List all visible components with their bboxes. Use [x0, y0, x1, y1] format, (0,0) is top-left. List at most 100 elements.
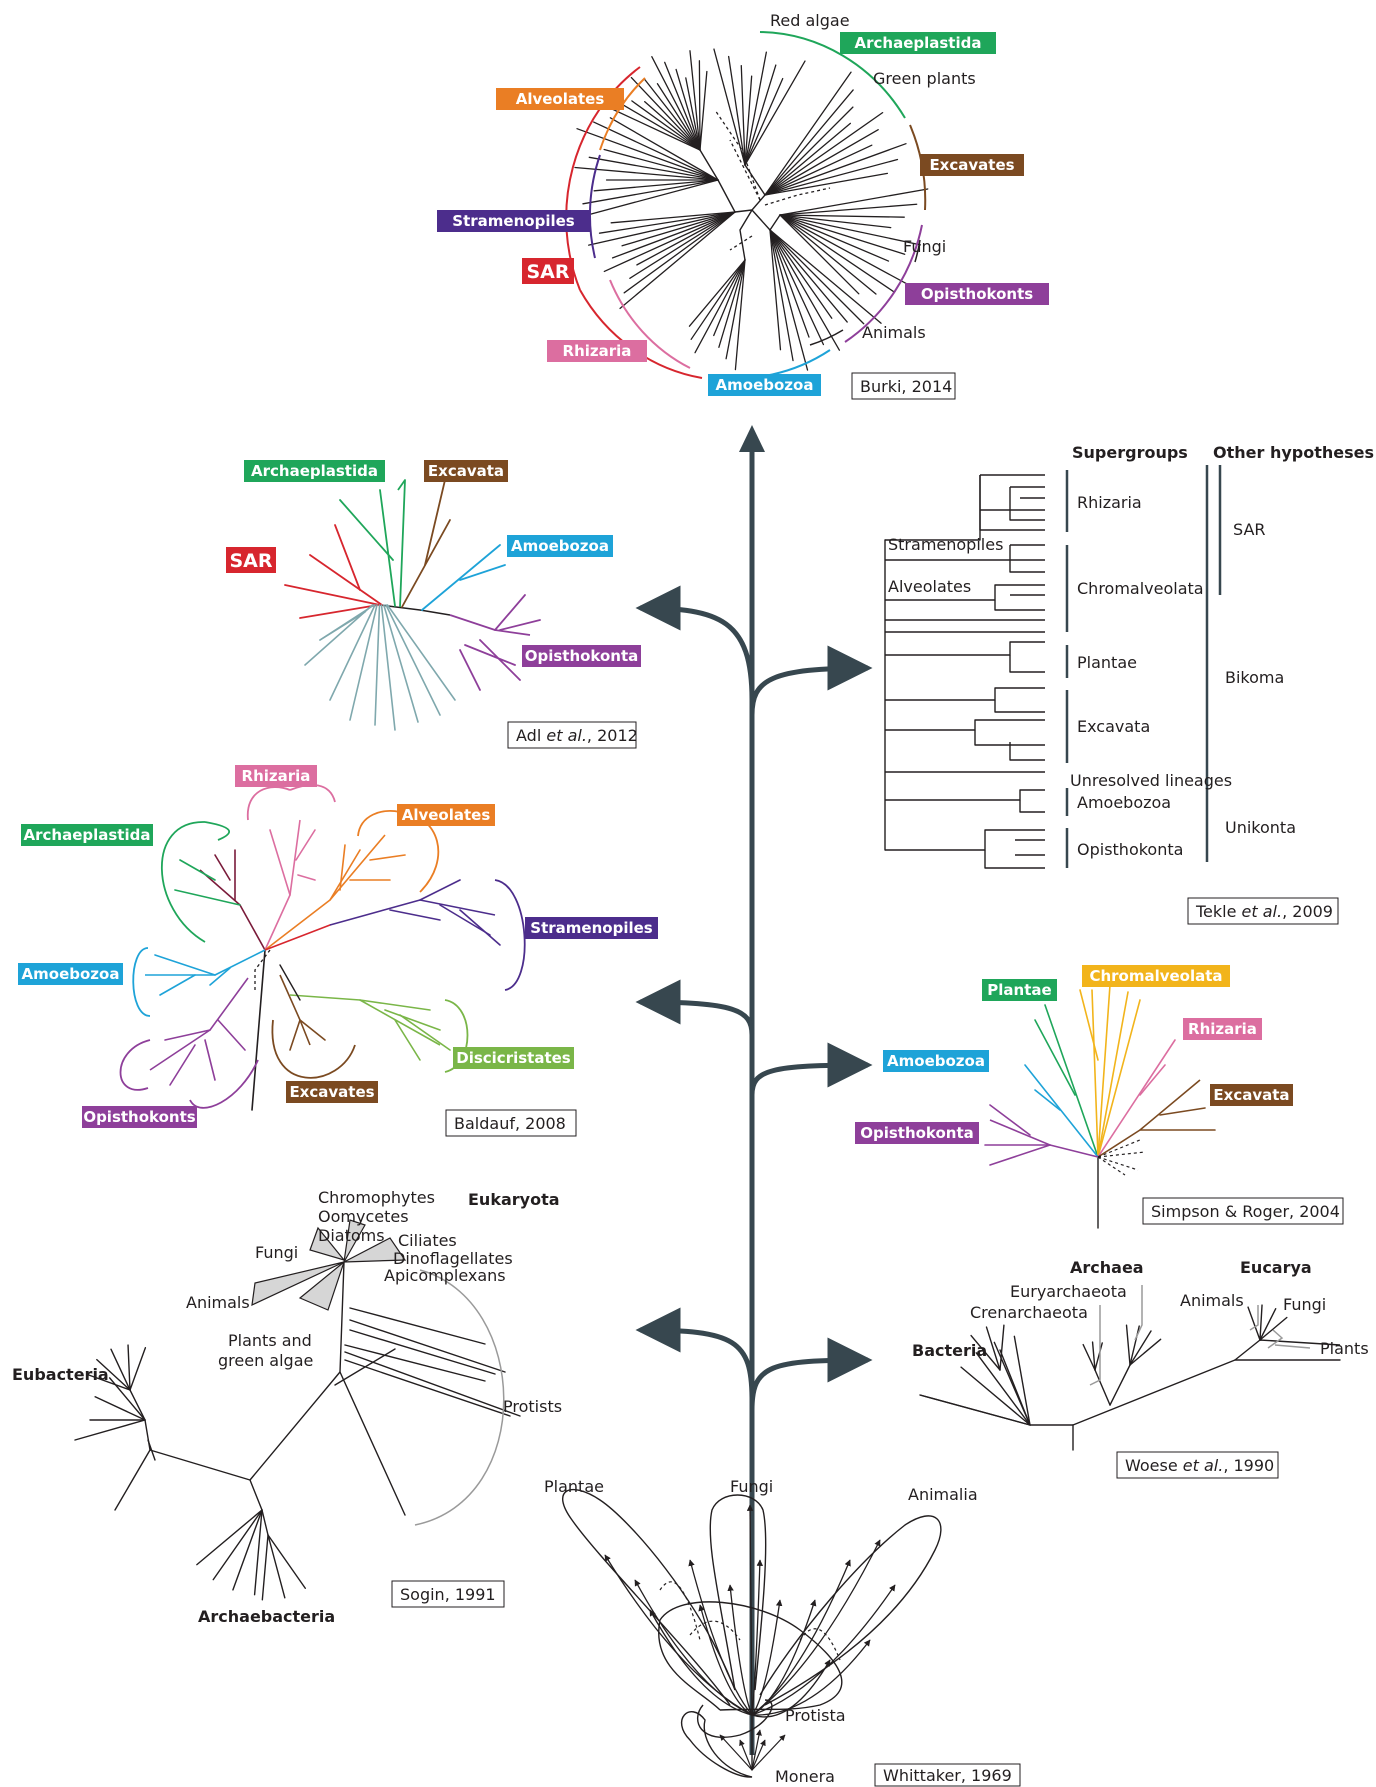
svg-text:Opisthokonta: Opisthokonta [860, 1124, 974, 1142]
header-other-hypotheses: Other hypotheses [1213, 443, 1374, 462]
svg-text:Whittaker, 1969: Whittaker, 1969 [883, 1766, 1012, 1785]
svg-text:Amoebozoa: Amoebozoa [887, 1052, 985, 1070]
simpson-2004-tree: Simpson & Roger, 2004 [984, 984, 1344, 1229]
svg-text:Archaeplastida: Archaeplastida [251, 462, 378, 480]
tag-adl-tags-archaeplastida: Archaeplastida [244, 460, 385, 482]
svg-text:Plantae: Plantae [987, 981, 1051, 999]
svg-text:Opisthokonta: Opisthokonta [525, 647, 639, 665]
svg-text:Fungi: Fungi [255, 1243, 298, 1262]
svg-text:Diatoms: Diatoms [318, 1226, 385, 1245]
tag-simpson-tags-amoebozoa: Amoebozoa [883, 1050, 989, 1072]
tag-burki-tags-amoebozoa: Amoebozoa [708, 374, 821, 396]
svg-text:Tekle et al., 2009: Tekle et al., 2009 [1195, 902, 1333, 921]
baldauf-2008-tree: Baldauf, 2008 [119, 784, 577, 1137]
sogin-tree-branches [74, 1261, 521, 1601]
svg-text:SAR: SAR [526, 261, 569, 283]
svg-text:Opisthokonts: Opisthokonts [83, 1108, 195, 1126]
tag-baldauf-tags-excavates: Excavates [286, 1081, 378, 1103]
svg-text:Eucarya: Eucarya [1240, 1258, 1312, 1277]
svg-text:Dinoflagellates: Dinoflagellates [393, 1249, 513, 1268]
whittaker-labels: Plantae Fungi Animalia Protista Monera [544, 1477, 978, 1786]
svg-text:Adl et al., 2012: Adl et al., 2012 [516, 726, 638, 745]
svg-text:Protista: Protista [785, 1706, 846, 1725]
svg-text:Archaeplastida: Archaeplastida [855, 34, 982, 52]
baldauf-citation-box: Baldauf, 2008 [445, 1109, 577, 1137]
svg-text:Animals: Animals [186, 1293, 250, 1312]
group-chromalveolata: Chromalveolata [1077, 579, 1204, 598]
svg-text:green algae: green algae [218, 1351, 313, 1370]
svg-text:Fungi: Fungi [1283, 1295, 1326, 1314]
svg-text:Excavates: Excavates [289, 1083, 374, 1101]
label-red-algae: Red algae [770, 11, 850, 30]
tag-simpson-tags-excavata: Excavata [1210, 1084, 1293, 1106]
tag-burki-tags-sar: SAR [522, 258, 574, 284]
svg-text:Opisthokonts: Opisthokonts [921, 285, 1033, 303]
sogin-citation-box: Sogin, 1991 [391, 1580, 505, 1608]
svg-text:Amoebozoa: Amoebozoa [22, 965, 120, 983]
whittaker-1969-tree: Plantae Fungi Animalia Protista Monera W… [544, 1477, 1021, 1787]
woese-citation-box: Woese et al., 1990 [1116, 1451, 1279, 1479]
tag-simpson-tags-rhizaria: Rhizaria [1183, 1018, 1262, 1040]
arc-opisthokonts [844, 224, 923, 343]
inline-alveolates: Alveolates [888, 577, 971, 596]
woese-1990-tree: Archaea Eucarya Euryarchaeota Crenarchae… [912, 1258, 1369, 1479]
whittaker-tree-branches [604, 1504, 896, 1771]
tag-burki-tags-archaeplastida: Archaeplastida [840, 32, 996, 54]
tag-baldauf-tags-opisthokonts: Opisthokonts [82, 1106, 197, 1128]
arc-amoebozoa [709, 349, 831, 380]
woese-labels: Archaea Eucarya Euryarchaeota Crenarchae… [912, 1258, 1369, 1360]
chromophytes-wedge [343, 1219, 366, 1263]
group-rhizaria: Rhizaria [1077, 493, 1142, 512]
svg-text:SAR: SAR [229, 550, 272, 572]
svg-text:Archaeplastida: Archaeplastida [24, 826, 151, 844]
tag-burki-tags-stramenopiles: Stramenopiles [437, 210, 590, 232]
adl-citation-box: Adl et al., 2012 [507, 721, 638, 749]
tag-baldauf-tags-archaeplastida: Archaeplastida [21, 824, 153, 846]
woese-tree-branches [919, 1304, 1341, 1451]
plants-wedge [298, 1260, 346, 1311]
svg-text:Chromophytes: Chromophytes [318, 1188, 435, 1207]
fungi-wedge [309, 1226, 346, 1262]
svg-text:Fungi: Fungi [730, 1477, 773, 1496]
sogin-1991-tree: Eukaryota Chromophytes Oomycetes Diatoms… [12, 1188, 562, 1626]
svg-text:Stramenopiles: Stramenopiles [530, 919, 652, 937]
tag-burki-tags-alveolates: Alveolates [496, 88, 624, 110]
clade-tags: ArchaeplastidaExcavatesOpisthokontsAmoeb… [18, 32, 1293, 1144]
svg-text:Oomycetes: Oomycetes [318, 1207, 409, 1226]
arc-stramenopiles [588, 154, 601, 259]
svg-text:Burki, 2014: Burki, 2014 [860, 377, 952, 396]
svg-text:Crenarchaeota: Crenarchaeota [970, 1303, 1088, 1322]
arc-archaeplastida [759, 31, 906, 119]
svg-text:Apicomplexans: Apicomplexans [384, 1266, 506, 1285]
burki-tree-branches [572, 48, 929, 371]
tag-baldauf-tags-rhizaria: Rhizaria [235, 765, 317, 787]
tag-simpson-tags-opisthokonta: Opisthokonta [855, 1122, 979, 1144]
svg-text:Alveolates: Alveolates [516, 90, 605, 108]
svg-text:Ciliates: Ciliates [398, 1231, 457, 1250]
svg-text:Chromalveolata: Chromalveolata [1089, 967, 1222, 985]
svg-text:Alveolates: Alveolates [402, 806, 491, 824]
tag-burki-tags-excavates: Excavates [920, 154, 1024, 176]
burki-citation-box: Burki, 2014 [851, 372, 956, 400]
adl-tree-branches [284, 479, 541, 731]
tekle-2009-tree: Supergroups Other hypotheses Stramenopil… [884, 443, 1374, 925]
tag-baldauf-tags-amoebozoa: Amoebozoa [18, 963, 123, 985]
svg-text:Excavates: Excavates [929, 156, 1014, 174]
animals-wedge [251, 1261, 345, 1307]
svg-text:Plantae: Plantae [544, 1477, 604, 1496]
tag-baldauf-tags-stramenopiles: Stramenopiles [525, 917, 658, 939]
header-supergroups: Supergroups [1072, 443, 1188, 462]
svg-text:Bacteria: Bacteria [912, 1341, 987, 1360]
inline-stramenopiles: Stramenopiles [888, 535, 1003, 554]
label-fungi: Fungi [903, 237, 946, 256]
arc-alveolates [599, 77, 646, 151]
svg-text:Plants and: Plants and [228, 1331, 312, 1350]
svg-text:Woese et al., 1990: Woese et al., 1990 [1125, 1456, 1274, 1475]
svg-text:Eukaryota: Eukaryota [468, 1190, 560, 1209]
label-green-plants: Green plants [873, 69, 976, 88]
svg-text:Eubacteria: Eubacteria [12, 1365, 109, 1384]
svg-text:Archaebacteria: Archaebacteria [198, 1607, 335, 1626]
svg-text:Stramenopiles: Stramenopiles [452, 212, 574, 230]
label-animals: Animals [862, 323, 926, 342]
tag-baldauf-tags-alveolates: Alveolates [397, 804, 495, 826]
